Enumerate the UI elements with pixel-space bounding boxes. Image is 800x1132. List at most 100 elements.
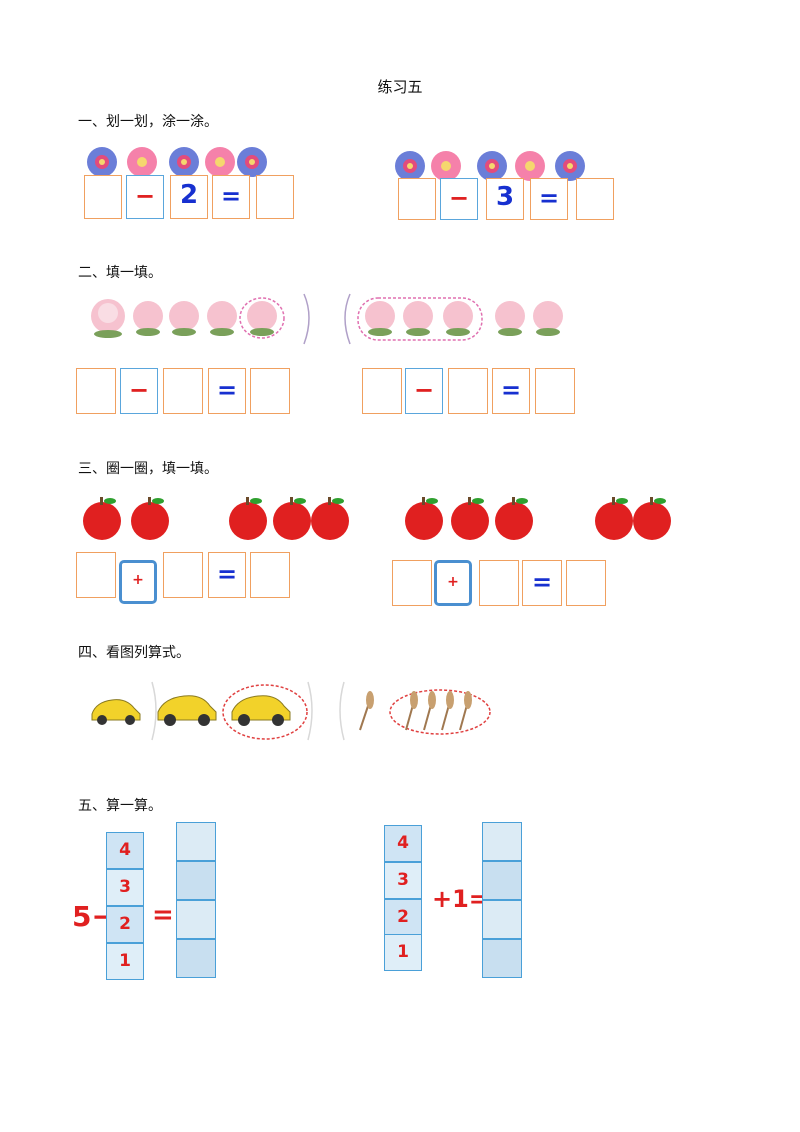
column-cell: 2 — [384, 899, 422, 936]
operator-box — [492, 368, 530, 414]
operator-box — [522, 560, 562, 606]
peach-icon — [169, 301, 199, 336]
peach-icon — [443, 301, 473, 336]
answer-box[interactable] — [250, 368, 290, 414]
operator-box — [120, 368, 158, 414]
car-icon — [231, 695, 291, 726]
peach-icon — [495, 301, 525, 336]
subtrahend-number: 3 — [495, 182, 515, 212]
answer-box[interactable] — [448, 368, 488, 414]
number-box — [486, 178, 524, 220]
peach-icon — [91, 299, 125, 338]
answer-cell[interactable] — [176, 861, 216, 900]
section-1-heading: 一、划一划，涂一涂。 — [78, 114, 218, 130]
answer-box[interactable] — [398, 178, 436, 220]
equals-sign: = — [152, 900, 174, 930]
apple-icon — [273, 497, 311, 540]
answer-box[interactable] — [566, 560, 606, 606]
answer-cell[interactable] — [176, 900, 216, 939]
car-and-wheat-picture — [91, 681, 491, 741]
peach-picture — [91, 293, 563, 345]
operator-box — [208, 368, 246, 414]
column-cell: 3 — [106, 869, 144, 906]
section-4-heading: 四、看图列算式。 — [78, 645, 190, 661]
wheat-icon — [359, 691, 374, 731]
answer-box[interactable] — [76, 368, 116, 414]
minus-sign: − — [448, 184, 470, 212]
answer-box[interactable] — [250, 552, 290, 598]
flower-blue-icon — [555, 151, 585, 181]
column-cell: 2 — [106, 906, 144, 943]
answer-box[interactable] — [576, 178, 614, 220]
equals-sign: = — [216, 376, 238, 404]
operator-box — [212, 175, 250, 219]
column-cell: 4 — [384, 825, 422, 862]
minus-sign: − — [128, 376, 150, 404]
wheat-icon — [423, 691, 436, 731]
apple-icon — [595, 497, 633, 540]
apple-icon — [229, 497, 267, 540]
answer-box[interactable] — [76, 552, 116, 598]
plus-sign: + — [132, 572, 144, 588]
equals-sign: = — [538, 184, 560, 212]
column-cell: 4 — [106, 832, 144, 869]
wheat-icon — [405, 691, 418, 731]
answer-cell[interactable] — [176, 822, 216, 861]
flower-pink-icon — [127, 147, 157, 177]
flower-blue-icon — [477, 151, 507, 181]
answer-box[interactable] — [362, 368, 402, 414]
operator-box — [126, 175, 164, 219]
equals-sign: = — [216, 560, 238, 588]
apple-icon — [131, 497, 169, 540]
operator-box — [440, 178, 478, 220]
flower-group-left — [87, 147, 267, 177]
operator-box — [530, 178, 568, 220]
answer-cell[interactable] — [482, 900, 522, 939]
answer-box[interactable] — [479, 560, 519, 606]
answer-box[interactable] — [535, 368, 575, 414]
page-title: 练习五 — [377, 78, 423, 96]
operator-box — [405, 368, 443, 414]
answer-box[interactable] — [256, 175, 294, 219]
answer-box[interactable] — [84, 175, 122, 219]
operator-box-rounded — [434, 560, 472, 606]
section-2-heading: 二、填一填。 — [78, 265, 162, 281]
peach-icon — [133, 301, 163, 336]
flower-blue-icon — [237, 147, 267, 177]
car-icon — [91, 699, 141, 725]
section-5-heading: 五、算一算。 — [78, 798, 162, 814]
flower-pink-icon — [431, 151, 461, 181]
flower-pink-icon — [205, 147, 235, 177]
answer-cell[interactable] — [482, 861, 522, 900]
minus-sign: − — [413, 376, 435, 404]
column-cell: 3 — [384, 862, 422, 899]
wheat-icon — [459, 691, 472, 731]
equals-sign: = — [531, 568, 553, 596]
peach-icon — [207, 301, 237, 336]
peach-icon — [365, 301, 395, 336]
apple-icon — [405, 497, 443, 540]
wheat-icon — [441, 691, 454, 731]
plus-sign: + — [447, 574, 459, 590]
right-suffix-plus-one-equals: +1= — [432, 885, 489, 913]
peach-icon — [403, 301, 433, 336]
operator-box — [208, 552, 246, 598]
apple-icon — [451, 497, 489, 540]
apple-picture — [83, 497, 671, 540]
apple-icon — [311, 497, 349, 540]
answer-box[interactable] — [163, 368, 203, 414]
equals-sign: = — [500, 376, 522, 404]
minus-sign: − — [134, 182, 156, 210]
answer-box[interactable] — [392, 560, 432, 606]
flower-blue-icon — [395, 151, 425, 181]
flower-blue-icon — [87, 147, 117, 177]
number-box — [170, 175, 208, 219]
peach-icon — [533, 301, 563, 336]
answer-cell[interactable] — [482, 939, 522, 978]
answer-cell[interactable] — [176, 939, 216, 978]
apple-icon — [633, 497, 671, 540]
answer-box[interactable] — [163, 552, 203, 598]
flower-group-right — [395, 151, 585, 181]
answer-cell[interactable] — [482, 822, 522, 861]
section-3-heading: 三、圈一圈，填一填。 — [78, 461, 218, 477]
